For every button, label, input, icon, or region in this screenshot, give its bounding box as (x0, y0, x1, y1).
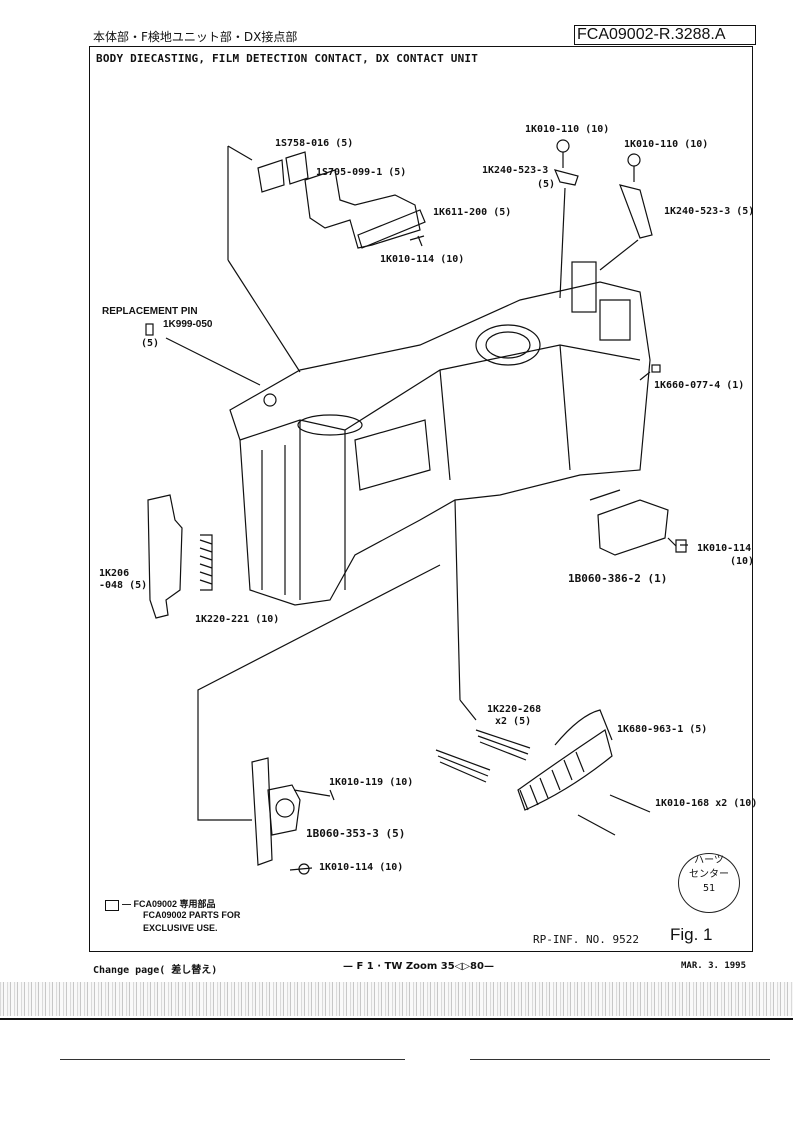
figure-number: Fig. 1 (670, 925, 713, 944)
part-label-1k010-110-b: 1K010-110 (10) (624, 139, 709, 150)
scan-line-left (60, 1059, 405, 1060)
legend-line-3: EXCLUSIVE USE. (143, 923, 218, 933)
replacement-pin-part: 1K999-050 (163, 319, 213, 330)
part-label-1s705: 1S705-099-1 (5) (316, 167, 407, 178)
stamp-line-3: 51 (702, 883, 716, 894)
drawing-subtitle: BODY DIECASTING, FILM DETECTION CONTACT,… (96, 52, 479, 65)
part-label-1k220-268: 1K220-268 (487, 704, 542, 715)
rp-inf-number: RP-INF. NO. 9522 (533, 933, 639, 946)
part-label-1k240-b: 1K240-523-3 (5) (664, 206, 755, 217)
part-label-1k010-114-top: 1K010-114 (10) (380, 254, 465, 265)
replacement-pin-qty: (5) (141, 338, 160, 349)
part-label-1k220-268-qty: x2 (5) (495, 716, 532, 727)
part-label-1k010-114-right: 1K010-114 (697, 543, 752, 554)
part-label-1k611: 1K611-200 (5) (433, 207, 512, 218)
scan-noise-band (0, 982, 793, 1016)
part-label-1k240-a-qty: (5) (537, 179, 556, 190)
part-label-1k660: 1K660-077-4 (1) (654, 380, 745, 391)
japanese-title: 本体部・F検地ユニット部・DX接点部 (93, 30, 298, 44)
replacement-pin-title: REPLACEMENT PIN (102, 306, 198, 317)
scan-line-right (470, 1059, 770, 1060)
part-label-1k680: 1K680-963-1 (5) (617, 724, 708, 735)
part-label-1k010-119: 1K010-119 (10) (329, 777, 414, 788)
drawing-frame (89, 46, 753, 952)
exclusive-part-icon (105, 900, 119, 911)
date-footer: MAR. 3. 1995 (681, 961, 747, 971)
part-label-1k240-a: 1K240-523-3 (482, 165, 549, 176)
stamp-line-2: センター (689, 869, 729, 880)
change-page-note: Change page( 差し替え) (93, 965, 218, 976)
part-label-1b060-353: 1B060-353-3 (5) (306, 827, 406, 840)
part-label-1k220-221: 1K220-221 (10) (195, 614, 280, 625)
part-label-1s758: 1S758-016 (5) (275, 138, 354, 149)
part-label-1k010-114-right-qty: (10) (730, 556, 755, 567)
legend-line-2: FCA09002 PARTS FOR (143, 910, 241, 920)
document-number: FCA09002-R.3288.A (574, 25, 756, 45)
model-footer: — F 1 · TW Zoom 35◁▷80— (343, 961, 494, 972)
legend-line-1: — FCA09002 専用部品 (122, 899, 216, 909)
part-label-1k206-qty: -048 (5) (99, 580, 148, 591)
scan-rule-line (0, 1018, 793, 1020)
parts-center-stamp: ハーツ センター 51 (678, 853, 740, 913)
part-label-1k206: 1K206 (99, 568, 130, 579)
part-label-1k010-110-a: 1K010-110 (10) (525, 124, 610, 135)
stamp-line-1: ハーツ (694, 855, 724, 866)
part-label-1b060-386: 1B060-386-2 (1) (568, 572, 668, 585)
part-label-1k010-168: 1K010-168 x2 (10) (655, 798, 758, 809)
part-label-1k010-114-bottom: 1K010-114 (10) (319, 862, 404, 873)
